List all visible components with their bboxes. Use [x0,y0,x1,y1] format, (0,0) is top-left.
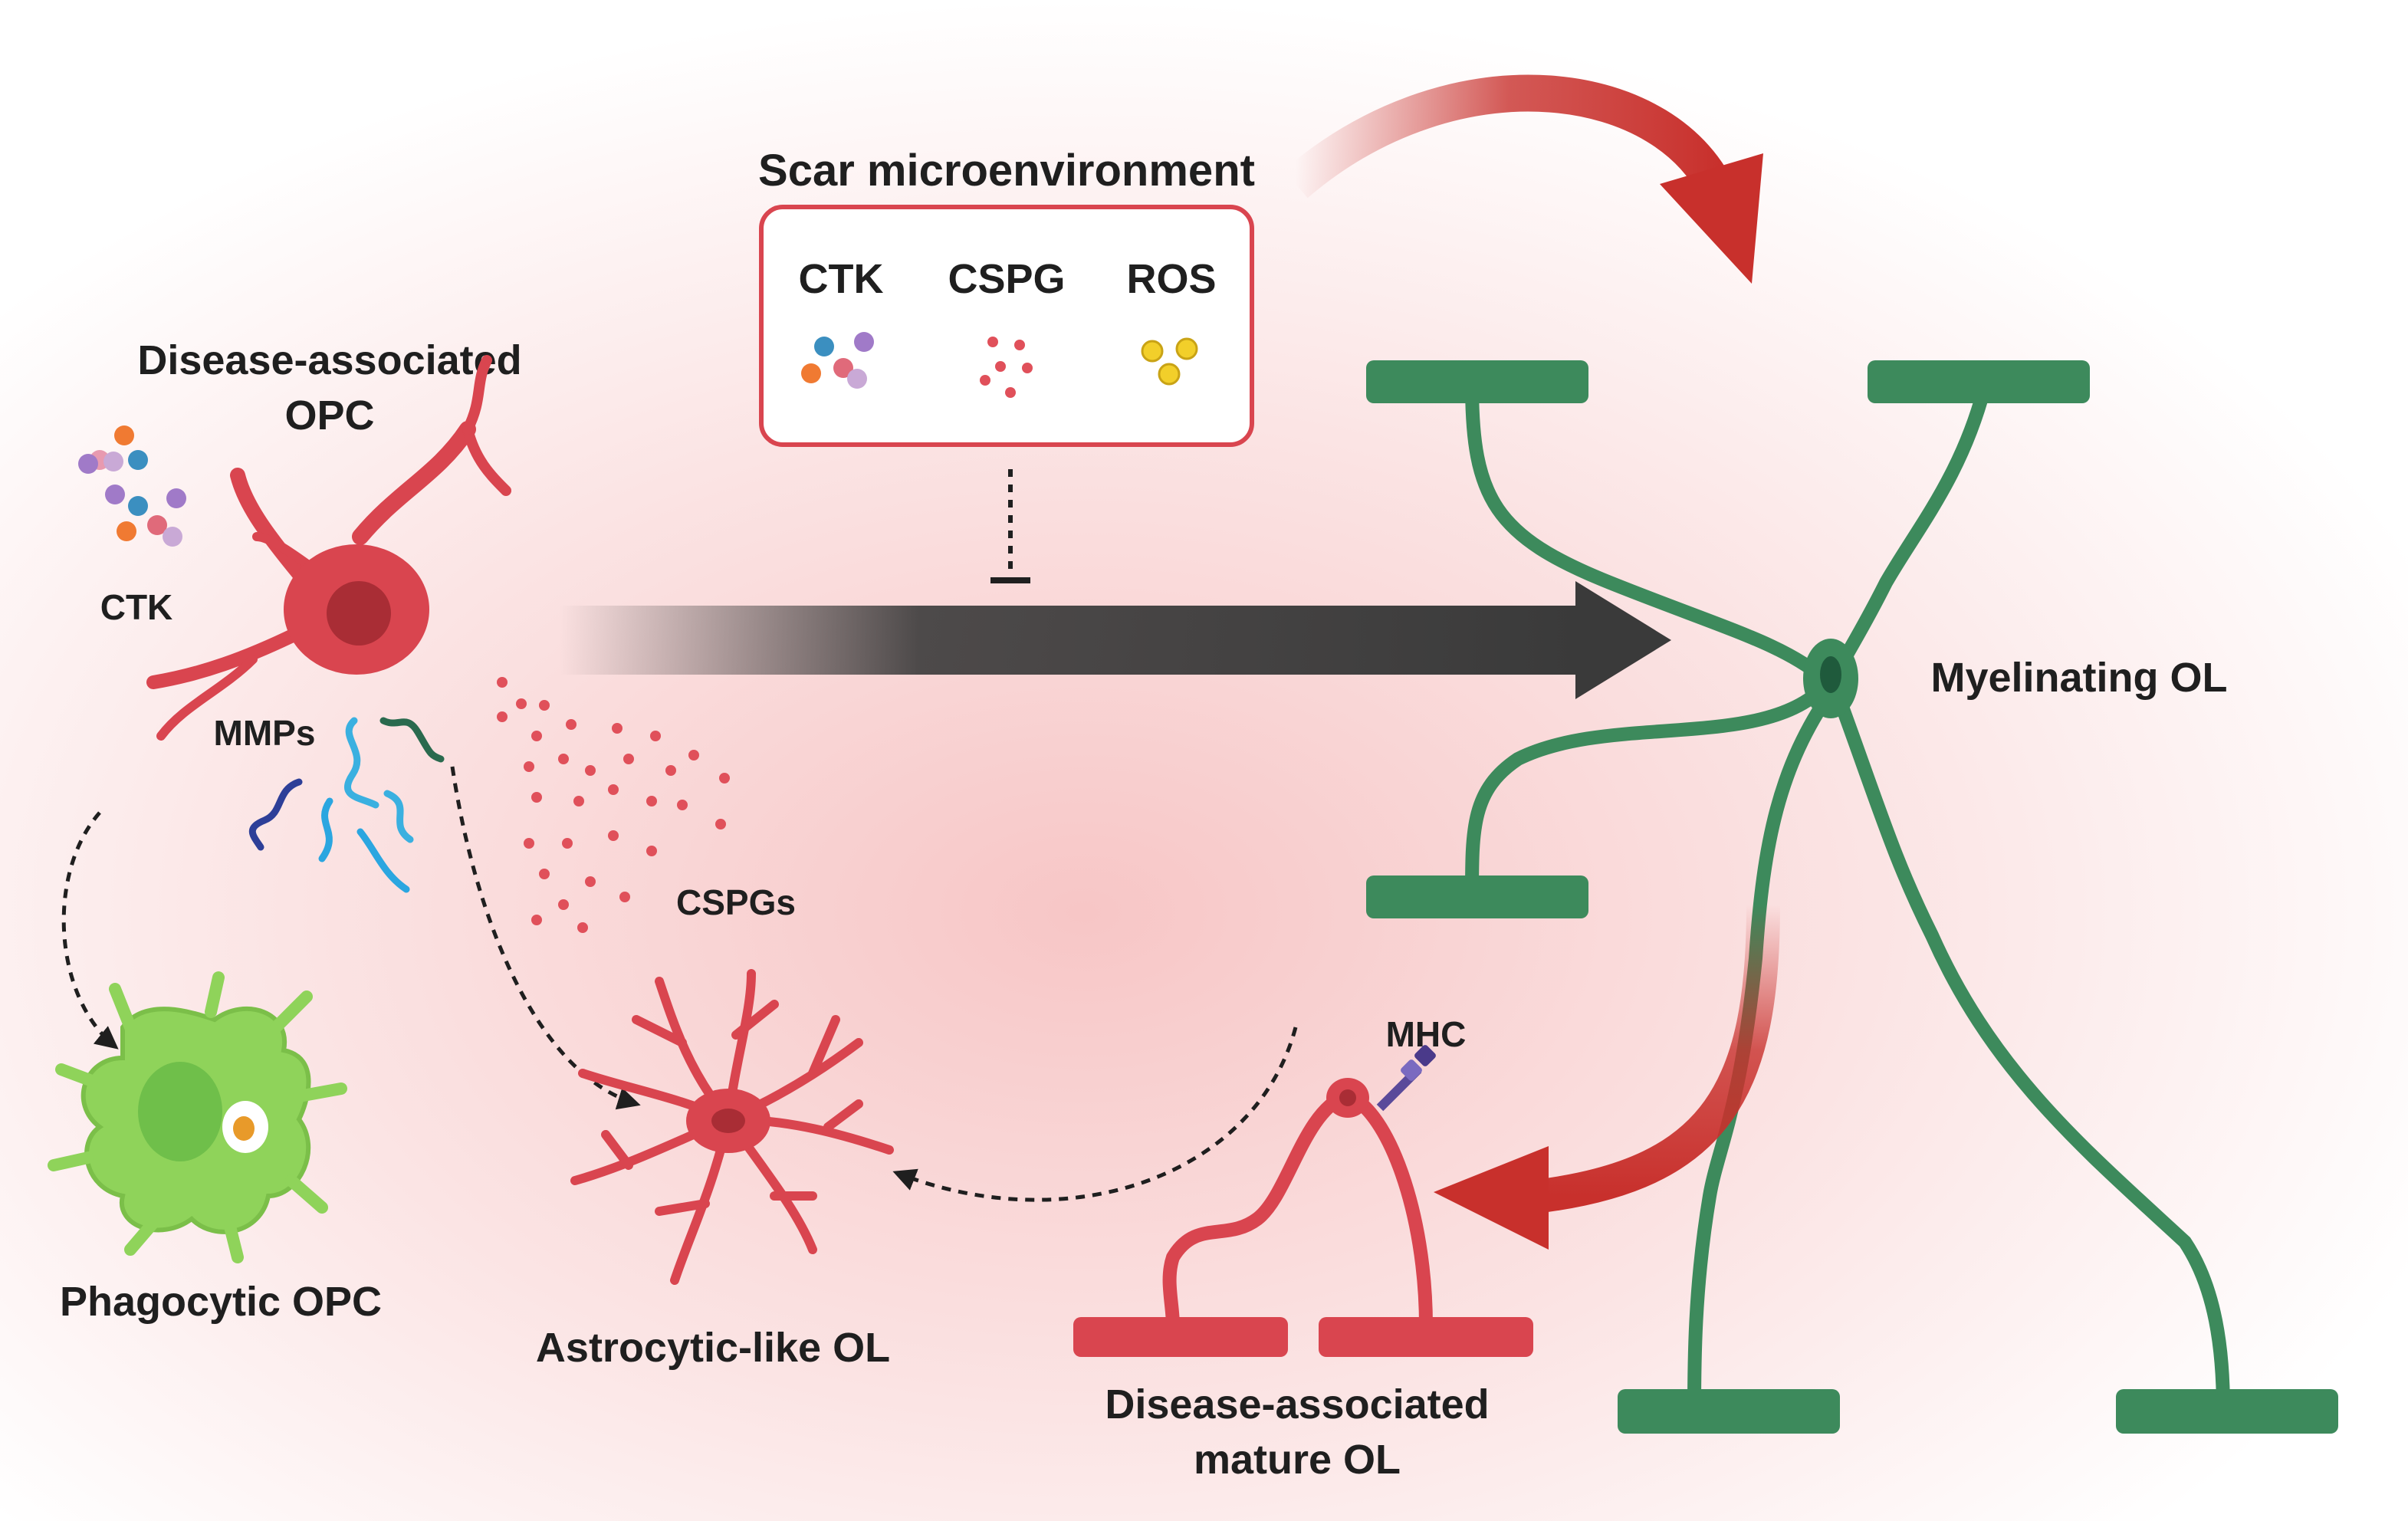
scar-title: Scar microenvironment [758,146,1255,195]
da-mature-label-2: mature OL [1194,1437,1401,1483]
ros-box-label: ROS [1126,256,1216,302]
astrocytic-like-ol: Astrocytic-like OL [536,969,894,1371]
side-red-arrow [1434,904,1780,1250]
ctk-box-dots [801,332,874,389]
ctk-side-cluster: CTK [78,425,186,627]
astrocytic-label: Astrocytic-like OL [536,1325,890,1371]
mmps-label: MMPs [214,713,316,753]
cspg-box-dots [980,337,1033,398]
scar-microenvironment-group: Scar microenvironment CTK CSPG ROS [758,146,1255,583]
scar-box [759,205,1254,447]
opc-nucleus [327,581,391,646]
opc-cell [146,355,511,741]
main-differentiation-arrow [560,581,1671,699]
da-opc-label-1: Disease-associated [137,337,521,383]
disease-associated-opc: Disease-associated OPC [137,337,522,741]
mmps-group: MMPs [214,713,445,893]
phagocytic-label: Phagocytic OPC [60,1279,382,1325]
cspgs-dot-field [497,677,730,933]
cspgs-label: CSPGs [676,882,796,922]
cspg-box-label: CSPG [948,256,1065,302]
mhc-label: MHC [1386,1014,1467,1054]
ros-box-dots [1141,337,1198,386]
dashed-arrow-to-astrocytic [450,766,641,1110]
top-red-arrow [1283,74,1763,284]
da-opc-label-2: OPC [284,393,374,439]
ctk-side-label: CTK [100,587,173,627]
ctk-box-label: CTK [799,256,884,302]
dashed-arrow-mature-to-astrocytic [892,1027,1298,1202]
da-mature-label-1: Disease-associated [1105,1381,1489,1427]
myelinating-label: Myelinating OL [1930,655,2227,701]
dashed-arrow-to-phagocytic [61,811,119,1050]
mhc-molecule [1376,1045,1436,1112]
disease-associated-mature-ol: MHC Disease-associated mature OL [1073,1014,1533,1483]
phagocytic-opc: Phagocytic OPC [48,971,382,1325]
